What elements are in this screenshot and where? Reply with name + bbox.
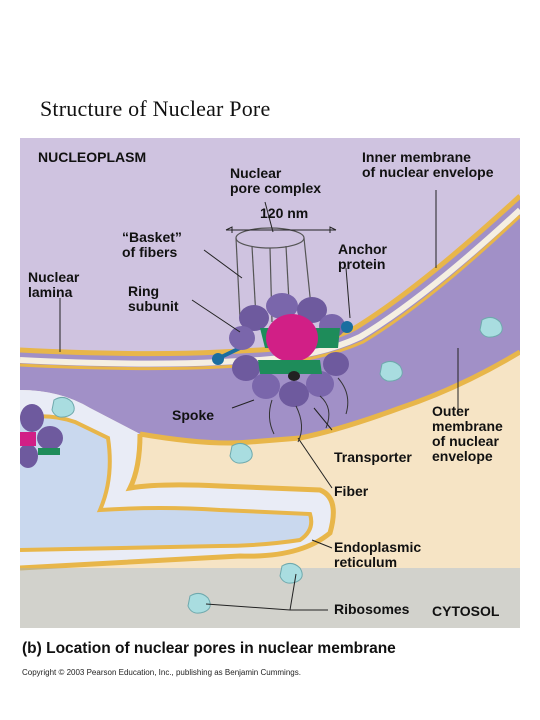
label-inner-membrane: Inner membrane of nuclear envelope [362,149,494,180]
caption-text: Location of nuclear pores in nuclear mem… [46,640,396,657]
label-ring-subunit: Ring subunit [128,283,179,314]
ribosomes [51,316,503,614]
label-transporter: Transporter [334,449,412,465]
slide-title: Structure of Nuclear Pore [40,96,271,121]
copyright-notice: Copyright © 2003 Pearson Education, Inc.… [22,668,301,677]
label-fiber: Fiber [334,483,369,499]
label-spoke: Spoke [172,407,215,423]
figure-illustration [20,138,520,628]
outer-membrane [139,349,520,446]
label-anchor-protein: Anchor protein [338,241,387,272]
label-nuclear-lamina: Nuclear lamina [28,269,80,300]
label-basket-of-fibers: “Basket” of fibers [122,229,182,260]
label-nuclear-pore-complex: Nuclear pore complex [230,165,322,196]
label-endoplasmic-reticulum: Endoplasmic reticulum [334,539,422,570]
nuclear-pore-figure: NUCLEOPLASM Nuclear pore complex Inner m… [20,138,520,628]
label-scale-120nm: 120 nm [260,205,309,221]
label-nucleoplasm: NUCLEOPLASM [38,149,147,165]
nuclear-pore-complex [212,293,353,443]
left-pore-fragment [20,404,63,468]
figure-caption: (b) Location of nuclear pores in nuclear… [22,640,396,658]
label-outer-membrane: Outer membrane of nuclear envelope [432,403,503,464]
envelope-lumen [20,196,520,443]
label-cytosol: CYTOSOL [432,603,500,619]
caption-part-letter: (b) [22,640,42,657]
label-ribosomes: Ribosomes [334,601,410,617]
er-lumen [20,416,312,550]
